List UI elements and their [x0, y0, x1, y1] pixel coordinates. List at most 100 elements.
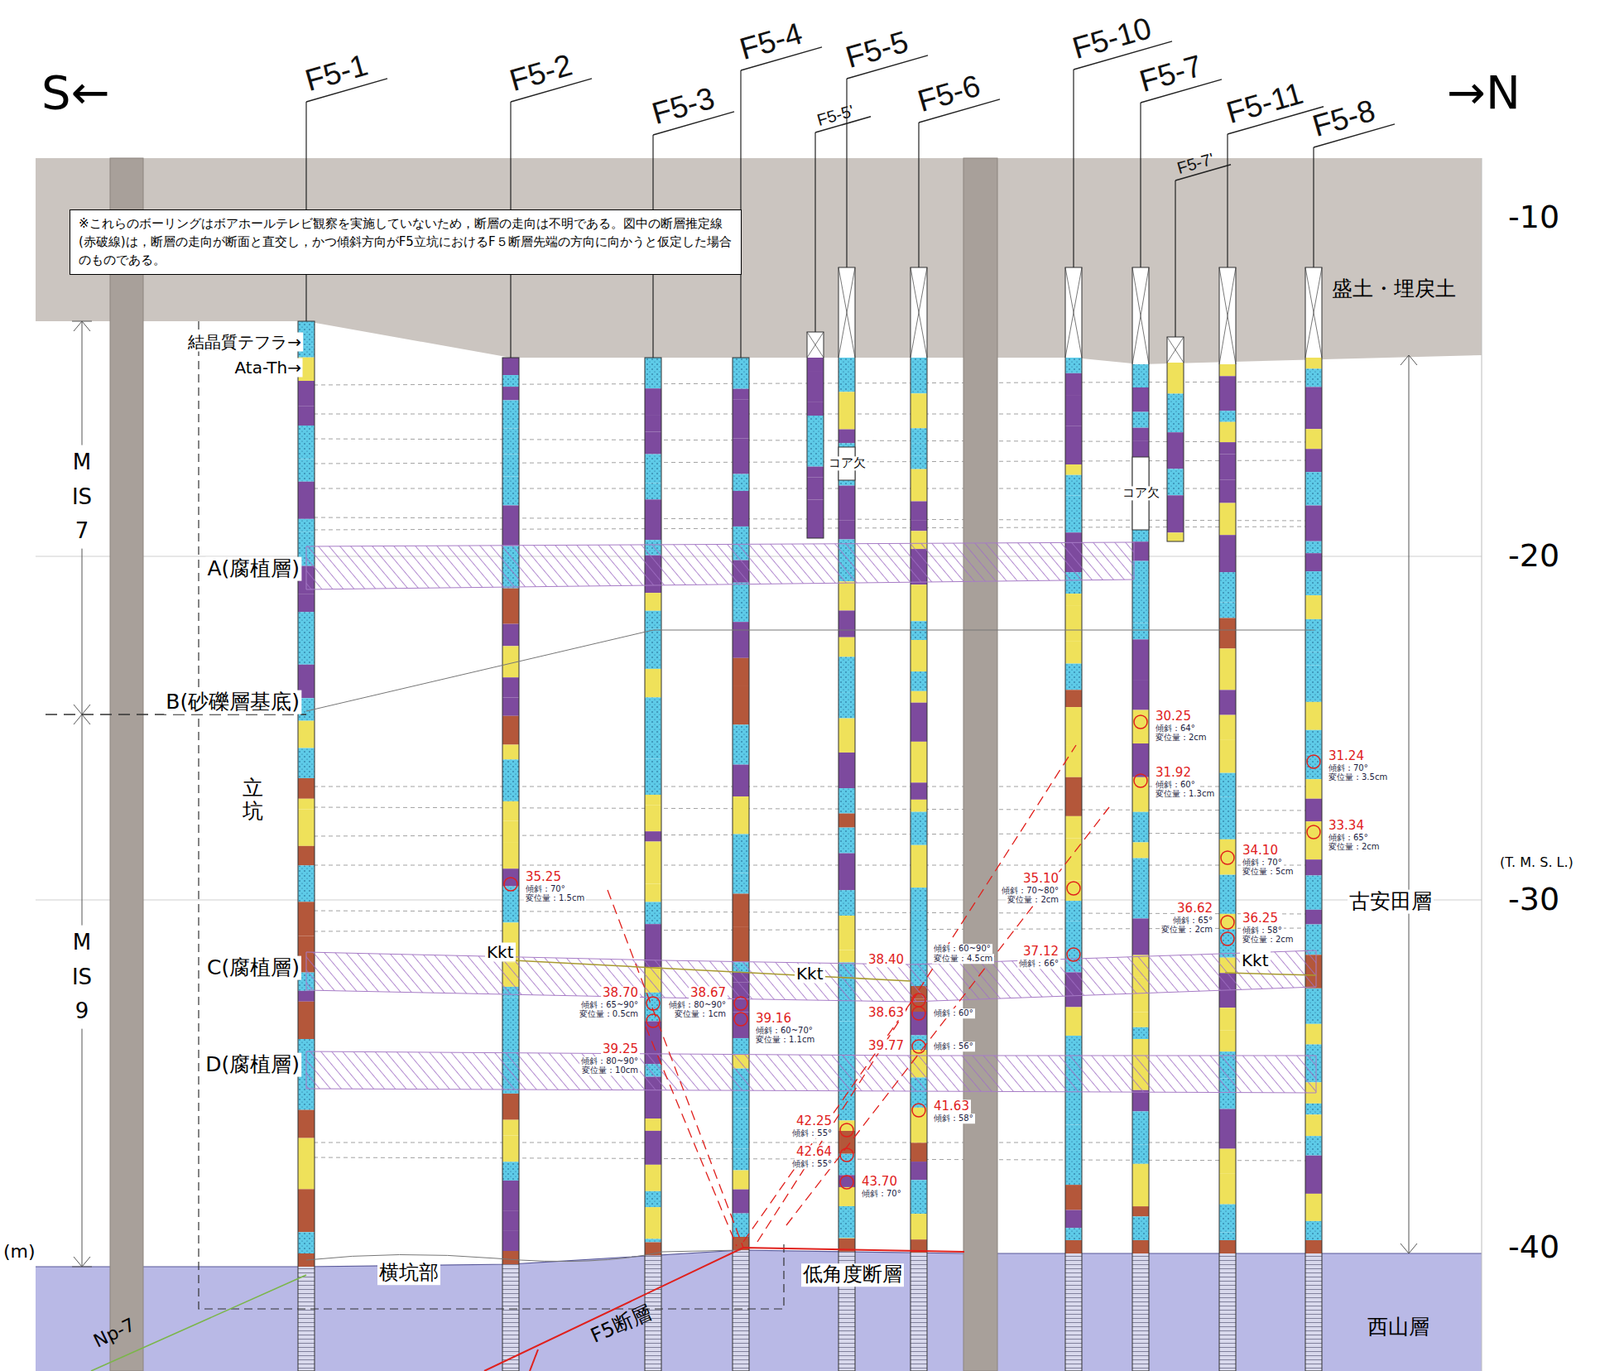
core-layer	[1065, 920, 1082, 932]
core-layer	[807, 429, 824, 467]
core-layer	[1219, 1109, 1236, 1149]
note-text: ※これらのボーリングはボアホールテレビ観察を実施していないため，断層の走向は不明…	[78, 215, 733, 270]
borehole-name: F5-11	[1222, 76, 1307, 132]
core-layer	[910, 456, 928, 470]
core-layer	[644, 1164, 662, 1192]
core-layer	[502, 1180, 519, 1211]
core-layer	[502, 759, 519, 801]
casing	[838, 267, 856, 358]
core-layer	[1305, 730, 1322, 755]
adit-label: 横坑部	[377, 1261, 441, 1285]
core-layer	[910, 741, 928, 783]
core-layer	[732, 582, 750, 610]
core-layer	[838, 1186, 856, 1207]
borehole	[1065, 267, 1082, 1371]
core-layer	[910, 1179, 928, 1214]
core-layer	[838, 787, 856, 813]
core-layer	[1305, 428, 1322, 449]
fault-attribute: 傾斜：60°	[1153, 779, 1197, 790]
depth-number: 41.63	[932, 1099, 971, 1114]
fill-soil-layer	[35, 158, 1482, 365]
core-layer	[297, 990, 315, 1002]
core-layer	[1132, 1110, 1149, 1144]
core-layer	[1219, 442, 1236, 454]
core-layer	[1065, 1210, 1082, 1229]
core-layer	[1132, 680, 1149, 711]
core-layer	[502, 715, 519, 745]
name-leader	[814, 132, 816, 332]
fault-attribute: 傾斜：80~90°	[667, 999, 728, 1010]
core-layer	[910, 909, 928, 950]
core-layer	[732, 1148, 750, 1171]
borehole-name: F5-7	[1135, 48, 1207, 101]
core-layer	[732, 1213, 750, 1237]
core-layer	[1305, 651, 1322, 665]
core-layer	[732, 389, 750, 400]
drawing-stroke	[1305, 267, 1322, 358]
core-bedrock	[1132, 1253, 1149, 1371]
fault-attribute: 傾斜：65°	[1171, 915, 1215, 926]
inferred-fault	[757, 744, 1077, 1242]
core-layer	[1132, 622, 1149, 640]
core-layer	[1219, 1148, 1236, 1174]
core-layer	[1305, 505, 1322, 542]
core-layer	[502, 744, 519, 760]
core-layer	[838, 889, 856, 916]
core-layer	[1219, 375, 1236, 411]
depth-number: 38.63	[866, 1005, 906, 1020]
tephra-name: Kkt	[1239, 951, 1271, 971]
core-bedrock	[1219, 1253, 1236, 1371]
core-layer	[838, 813, 856, 828]
core-layer	[910, 620, 928, 640]
core-layer	[502, 1210, 519, 1231]
core-layer	[1167, 532, 1184, 542]
core-layer	[1305, 665, 1322, 702]
layer-name: 西山層	[1367, 1315, 1430, 1340]
fault-attribute: 傾斜：55°	[790, 1158, 834, 1169]
core-layer	[732, 438, 750, 475]
borehole	[838, 267, 856, 1371]
depth-number: 35.10	[1021, 871, 1061, 886]
borehole-name: F5-7'	[1175, 149, 1217, 178]
depth-number: 39.16	[754, 1011, 793, 1026]
core-layer	[838, 1002, 856, 1022]
core-layer	[838, 485, 856, 521]
core-layer	[644, 388, 662, 415]
fault-marker	[1066, 947, 1081, 961]
fault-attribute: 変位量：10cm	[580, 1065, 640, 1076]
stage-label: MIS9	[69, 925, 95, 1029]
core-layer	[1305, 701, 1322, 731]
fault-marker	[1220, 932, 1235, 946]
fault-marker	[646, 996, 660, 1010]
core-layer	[297, 481, 315, 519]
horizon-label: B(砂礫層基底)	[163, 690, 302, 715]
horizon-label: D(腐植層)	[203, 1052, 302, 1077]
drawing-stroke	[1408, 355, 1410, 1254]
core-layer	[502, 504, 519, 546]
core-layer	[1305, 988, 1322, 1024]
core-layer	[1305, 386, 1322, 429]
core-layer	[502, 427, 519, 454]
core-layer	[1065, 394, 1082, 427]
core-layer	[1219, 739, 1236, 773]
core-layer	[1167, 468, 1184, 495]
borehole-name: F5-2	[505, 48, 577, 100]
core-layer	[838, 519, 856, 539]
core-layer	[1305, 1114, 1322, 1136]
fault-marker	[734, 996, 748, 1010]
core-layer	[644, 696, 662, 725]
core-layer	[1065, 1239, 1082, 1254]
core-layer	[732, 1189, 750, 1214]
fault-attribute: 変位量：3.5cm	[1326, 772, 1389, 783]
casing	[1305, 267, 1322, 358]
core-layer	[297, 459, 315, 482]
core-layer	[1219, 601, 1236, 618]
core-layer	[502, 997, 519, 1026]
core-layer	[1132, 412, 1149, 428]
layer-name: 盛土・埋戻土	[1331, 277, 1456, 302]
fault-attribute: 傾斜：60~90°	[932, 943, 993, 954]
drawing-stroke	[1481, 158, 1483, 1371]
humus-band	[306, 1051, 1317, 1093]
adit-floor	[306, 1249, 741, 1262]
core-layer	[502, 1161, 519, 1181]
